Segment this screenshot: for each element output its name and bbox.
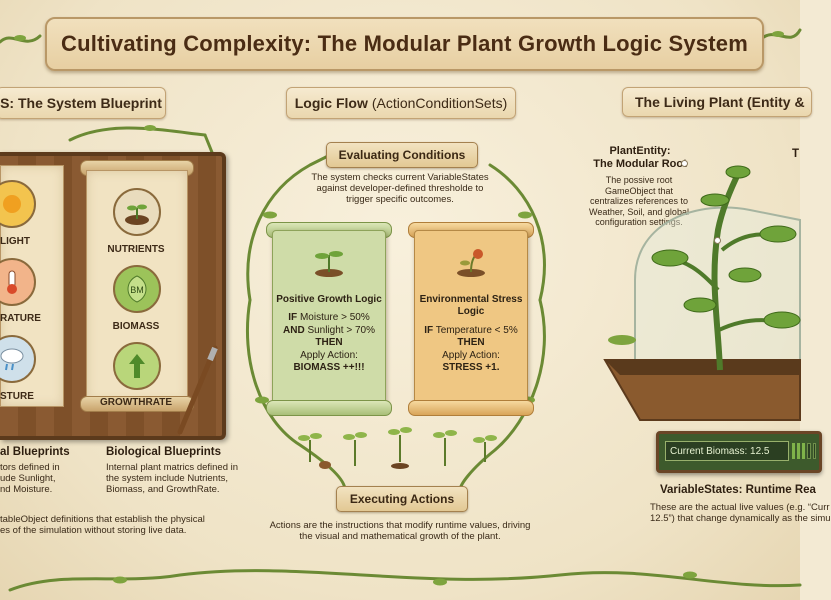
environmental-stress-card: Environmental Stress Logic IF Temperatur… (414, 230, 528, 407)
env-blueprints-text: tors defined in ude Sunlight, nd Moistur… (0, 462, 80, 495)
env-label-light: LIGHT (0, 236, 30, 247)
runtime-status-panel: Current Biomass: 12.5 (656, 431, 822, 473)
executing-actions-text: Actions are the instructions that modify… (255, 520, 545, 542)
positive-cond-1-text: Moisture > 50% (297, 312, 370, 323)
bio-blueprints-heading: Biological Blueprints (106, 446, 222, 458)
positive-cond-2: AND Sunlight > 70% (273, 325, 385, 338)
callout-dot (714, 237, 721, 244)
meter-segment (812, 443, 816, 459)
section-tag-living-plant: The Living Plant (Entity & (622, 87, 812, 117)
blueprint-footer-text: tableObject definitions that establish t… (0, 514, 245, 536)
bio-line-3: Biomass, and GrowthRate. (106, 484, 220, 495)
positive-action: BIOMASS ++!!! (293, 362, 365, 373)
bio-line-2: the system include Nutrients, (106, 473, 228, 484)
evaluating-conditions-label: Evaluating Conditions (326, 142, 478, 168)
stress-cond-1: IF Temperature < 5% (415, 325, 527, 338)
env-blueprints-heading: al Blueprints (0, 446, 70, 458)
positive-growth-title: Positive Growth Logic (276, 293, 382, 305)
section-tag-plant-label: The Living Plant (Entity & (635, 94, 805, 110)
stress-cond-1-kw: IF (424, 324, 434, 336)
bio-label-growthrate: GROWTHRATE (99, 397, 173, 408)
variable-states-heading: VariableStates: Runtime Rea (660, 484, 816, 496)
executing-line-1: Actions are the instructions that modify… (269, 520, 531, 531)
vine-decoration (0, 28, 802, 592)
executing-line-2: the visual and mathematical growth of th… (299, 531, 501, 542)
stress-title-2: Logic (457, 306, 485, 317)
paintbrush-icon (177, 345, 218, 435)
stress-then: THEN (457, 337, 485, 348)
section-tag-blueprint: S: The System Blueprint (0, 87, 166, 119)
plant-entity-line-1: The possive root (605, 175, 673, 185)
thermometer-icon (0, 258, 36, 306)
section-tag-blueprint-label: S: The System Blueprint (0, 95, 162, 111)
up-arrow-sprout-icon (113, 342, 161, 390)
positive-apply: Apply Action: (300, 349, 358, 361)
terrarium-illustration (603, 165, 801, 421)
positive-growth-card: Positive Growth Logic IF Moisture > 50% … (272, 230, 386, 407)
biomass-readout: Current Biomass: 12.5 (665, 441, 789, 461)
env-line-1: tors defined in (0, 462, 60, 473)
env-label-moisture: STURE (0, 391, 34, 402)
variable-states-text: These are the actual live values (e.g. “… (650, 502, 831, 524)
meter-segment (807, 443, 811, 459)
meter-segment (797, 443, 800, 459)
env-line-3: nd Moisture. (0, 484, 53, 495)
wilted-flower-icon (457, 249, 485, 277)
callout-dot (681, 160, 688, 167)
environmental-stress-card-body: Environmental Stress Logic IF Temperatur… (415, 231, 527, 406)
sprout-icon (315, 251, 343, 277)
evaluating-conditions-text: The system checks current VariableStates… (290, 172, 510, 205)
positive-cond-2-kw: AND (283, 324, 305, 336)
positive-then: THEN (315, 337, 343, 348)
rain-cloud-icon (0, 335, 36, 383)
plant-entity-title-2: The Modular Root (593, 158, 687, 170)
stress-action: STRESS +1. (442, 362, 500, 373)
bio-blueprints-text: Internal plant matrics defined in the sy… (106, 462, 256, 495)
stress-title-1: Environmental Stress (419, 293, 523, 305)
stress-card-roll-bottom (408, 400, 534, 416)
evaluating-line-2: against developer-defined thresholde to (316, 183, 484, 194)
executing-actions-label: Executing Actions (336, 486, 468, 512)
evaluating-line-3: trigger specific outcomes. (346, 194, 454, 205)
bm-leaf-icon: BM (113, 265, 161, 313)
positive-cond-2-text: Sunlight > 70% (304, 324, 375, 336)
evaluating-line-1: The system checks current VariableStates (311, 172, 489, 183)
blueprint-footer-line-2: es of the simulation without storing liv… (0, 525, 187, 536)
plant-corner-letter: T (792, 148, 800, 160)
meter-segment (802, 443, 805, 459)
plant-entity-line-4: Weather, Soil, and global (589, 206, 689, 217)
plant-entity-line-3: centralizes references to (589, 196, 689, 206)
sprout-in-soil-icon (113, 188, 161, 236)
section-tag-logic-label: Logic Flow (294, 95, 368, 111)
plant-entity-line-2: GameObject that (604, 185, 674, 196)
meter-segment (792, 443, 795, 459)
plant-entity-line-5: configuration settings. (595, 217, 683, 227)
stress-apply: Apply Action: (442, 349, 500, 361)
plant-entity-title-1: PlantEntity: (609, 145, 671, 157)
positive-card-roll-bottom (266, 400, 392, 416)
title-banner: Cultivating Complexity: The Modular Plan… (45, 17, 764, 71)
section-tag-logic-flow: Logic Flow (ActionConditionSets) (286, 87, 516, 119)
page-title: Cultivating Complexity: The Modular Plan… (61, 31, 748, 56)
stress-cond-1-text: Temperature < 5% (433, 324, 518, 336)
variable-states-line-2: 12.5”) that change dynamically as the si… (650, 513, 831, 524)
bio-line-1: Internal plant matrics defined in (106, 462, 239, 473)
bio-label-biomass: BIOMASS (112, 321, 160, 332)
variable-states-line-1: These are the actual live values (e.g. “… (650, 502, 830, 513)
bio-label-nutrients: NUTRIENTS (107, 244, 165, 255)
bm-badge-text: BM (130, 285, 144, 295)
section-tag-logic-sublabel: (ActionConditionSets) (371, 95, 508, 111)
positive-cond-1: IF Moisture > 50% (273, 312, 385, 325)
positive-growth-card-body: Positive Growth Logic IF Moisture > 50% … (273, 231, 385, 406)
plant-entity-heading: PlantEntity: The Modular Root (590, 145, 690, 171)
env-label-temperature: RATURE (0, 313, 41, 324)
positive-cond-1-kw: IF (288, 312, 298, 323)
blueprint-footer-line-1: tableObject definitions that establish t… (0, 514, 205, 525)
plant-entity-text: The possive root GameObject that central… (580, 175, 698, 228)
biomass-meter (792, 443, 816, 459)
env-line-2: ude Sunlight, (0, 473, 56, 484)
